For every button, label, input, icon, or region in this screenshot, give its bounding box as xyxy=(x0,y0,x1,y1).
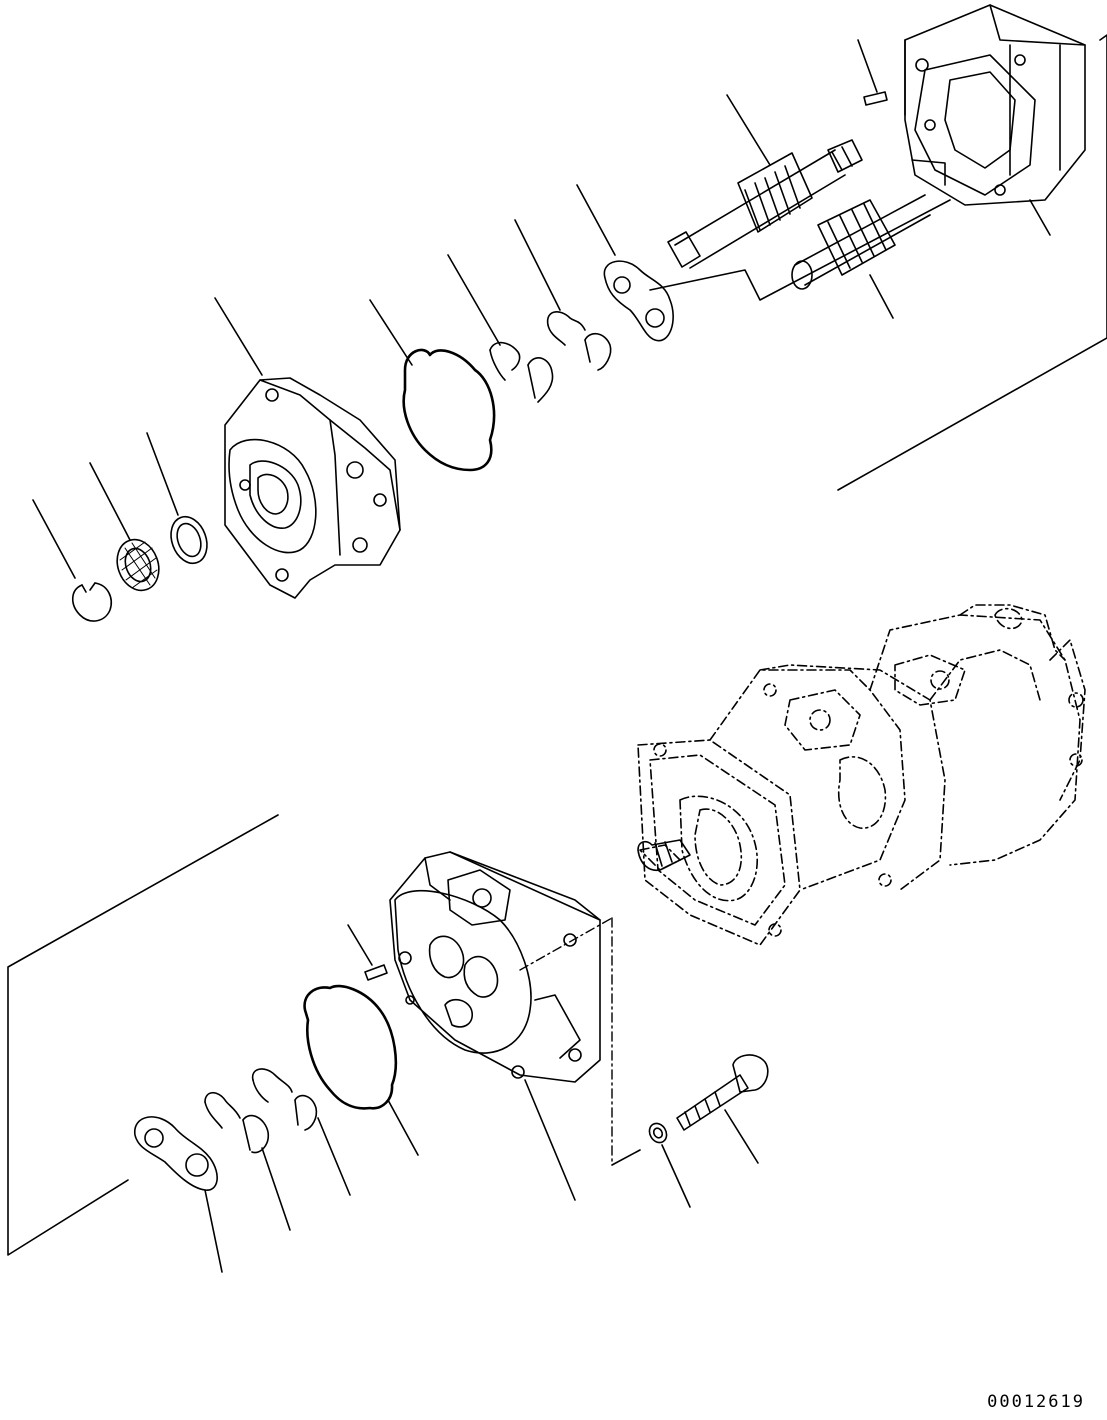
snap-ring-front xyxy=(71,582,112,622)
dowel-pin-bottom xyxy=(364,964,388,981)
washer-bolt xyxy=(648,1122,668,1144)
dowel-pin-top xyxy=(863,91,888,106)
backup-ring-a-bottom xyxy=(204,1091,241,1129)
backup-ring-b-top xyxy=(584,332,612,371)
assembled-pump xyxy=(637,604,1086,946)
bolt xyxy=(676,1054,769,1131)
drive-gear-shaft xyxy=(667,139,863,269)
rear-cover xyxy=(389,851,601,1083)
drawing-number: 00012619 xyxy=(987,1392,1085,1412)
o-ring-bottom xyxy=(303,984,398,1110)
o-ring-top xyxy=(402,348,496,472)
thrust-plate-bottom xyxy=(134,1116,218,1191)
driven-gear xyxy=(791,194,931,290)
seal-ring-a-top xyxy=(489,341,521,381)
backup-ring-a-top xyxy=(546,311,586,346)
washer-front xyxy=(170,515,208,565)
oil-seal xyxy=(116,538,160,592)
leader-lines-bottom xyxy=(7,814,759,1273)
seal-ring-a-bottom xyxy=(251,1068,293,1103)
backup-ring-b-bottom xyxy=(242,1114,270,1154)
assembled-pump-shaft xyxy=(637,839,691,872)
hidden-line-rear xyxy=(519,917,613,1166)
seal-ring-b-bottom xyxy=(294,1094,318,1131)
flange-housing xyxy=(224,377,401,599)
leader-lines-top xyxy=(32,34,1107,579)
gear-case xyxy=(904,4,1086,206)
seal-ring-b-top xyxy=(527,357,554,403)
thrust-plate-top xyxy=(603,260,674,342)
